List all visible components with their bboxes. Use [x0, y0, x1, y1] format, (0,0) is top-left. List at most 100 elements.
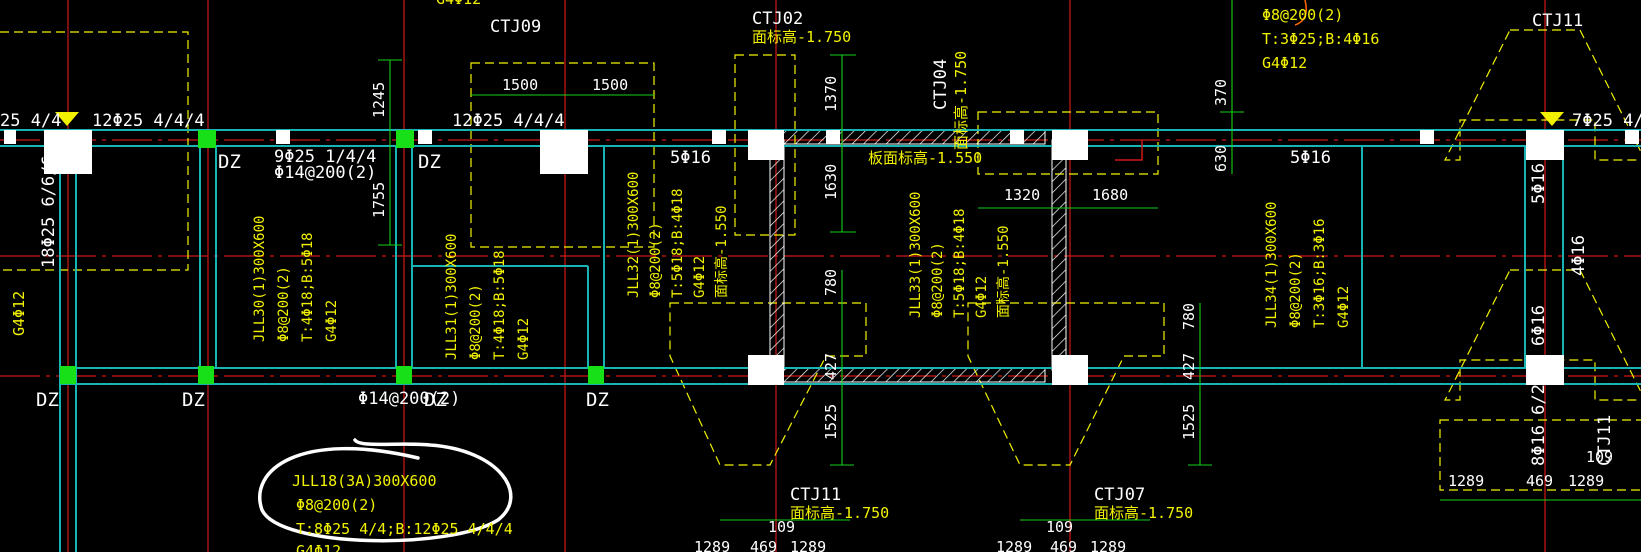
dim-1289-d: 1289 [1090, 538, 1126, 552]
jll18-waist: G4Φ12 [296, 542, 341, 552]
dz-label-5: DZ [424, 389, 447, 411]
dim-1525-b: 1525 [1180, 404, 1198, 440]
dimension-lines [378, 0, 1641, 521]
red-arrow-mark [1115, 140, 1143, 161]
dz-columns [60, 130, 604, 384]
dim-1245: 1245 [370, 82, 388, 118]
ctj11-b-label: CTJ11 [1595, 415, 1615, 466]
top-right-spec-3: G4Φ12 [1262, 54, 1307, 72]
beam-lines [0, 129, 1641, 552]
dim-427-b: 427 [1180, 353, 1198, 380]
column-large [44, 130, 92, 174]
jll31-waist: G4Φ12 [516, 318, 532, 360]
jll34-stirrup: Φ8@200(2) [1288, 252, 1304, 328]
jll30-waist: G4Φ12 [324, 300, 340, 342]
dim-469-b: 469 [1050, 538, 1077, 552]
jll34-annotation: JLL34(1)300X600 Φ8@200(2) T:3Φ16;B:3Φ16 … [1264, 202, 1352, 328]
rebar-5phi16-b: 5Φ16 [1290, 148, 1331, 168]
dim-1289-e: 1289 [1448, 472, 1484, 490]
dim-1289-c: 1289 [996, 538, 1032, 552]
orange-revision-mark [1294, 0, 1307, 26]
rebar-4phi16: 4Φ16 [1569, 235, 1589, 276]
slab-elevation: 板面标高-1.550 [868, 149, 982, 167]
jll18-stirrup: Φ8@200(2) [296, 496, 377, 514]
jll31-stirrup: Φ8@200(2) [468, 284, 484, 360]
jll34-rebar: T:3Φ16;B:3Φ16 [1312, 218, 1328, 328]
dim-1320: 1320 [1004, 186, 1040, 204]
dim-1630: 1630 [822, 164, 840, 200]
rebar-8phi16: 8Φ16 6/2 [1529, 384, 1549, 466]
phi14-bottom: Φ14@200(2) [358, 389, 460, 409]
jll31-title: JLL31(1)300X600 [444, 234, 460, 360]
jll18-title: JLL18(3A)300X600 [292, 472, 437, 490]
g4-left: G4Φ12 [10, 291, 28, 336]
dim-109-a: 109 [768, 518, 795, 536]
dim-1370: 1370 [822, 76, 840, 112]
jll30-stirrup: Φ8@200(2) [276, 266, 292, 342]
rebar-5phi16-c: 5Φ16 [1529, 163, 1549, 204]
dz-label-3: DZ [36, 389, 59, 411]
dim-1500-a: 1500 [502, 76, 538, 94]
dim-1289-f: 1289 [1568, 472, 1604, 490]
jll32-title: JLL32(1)300X600 [626, 172, 642, 298]
jll18-rebar: T:8Φ25 4/4;B:12Φ25 4/4/4 [296, 520, 513, 538]
jll18-annotation: JLL18(3A)300X600 Φ8@200(2) T:8Φ25 4/4;B:… [292, 472, 513, 552]
jll30-title: JLL30(1)300X600 [252, 216, 268, 342]
g4-top: G4Φ12 [436, 0, 481, 8]
dz-label-6: DZ [586, 389, 609, 411]
dim-1680: 1680 [1092, 186, 1128, 204]
dim-469-a: 469 [750, 538, 777, 552]
jll34-title: JLL34(1)300X600 [1264, 202, 1280, 328]
rebar-6phi16: 6Φ16 [1529, 305, 1549, 346]
ctj11-label: CTJ11 [790, 485, 841, 505]
ctj04-label: CTJ04 [931, 59, 951, 110]
beam-small-rebar-1: 9Φ25 1/4/4 [274, 147, 376, 167]
ctj09-label: CTJ09 [490, 17, 541, 37]
elevation-markers [55, 112, 1564, 126]
ctj07-label: CTJ07 [1094, 485, 1145, 505]
jll32-stirrup: Φ8@200(2) [648, 222, 664, 298]
pile-cap-outlines [0, 29, 1641, 491]
jll30-rebar: T:4Φ18;B:5Φ18 [300, 232, 316, 342]
dim-427-a: 427 [822, 353, 840, 380]
column [1052, 130, 1088, 160]
top-right-rebar: 7Φ25 4/4/3 [1572, 111, 1641, 131]
jll31-annotation: JLL31(1)300X600 Φ8@200(2) T:4Φ18;B:5Φ18 … [444, 234, 532, 360]
dz-label-1: DZ [218, 151, 241, 173]
hand-drawn-circle [258, 438, 513, 543]
top-right-spec-2: T:3Φ25;B:4Φ16 [1262, 30, 1379, 48]
jll32-waist: G4Φ12 [692, 256, 708, 298]
jll33-waist: G4Φ12 [974, 276, 990, 318]
column [1052, 355, 1088, 385]
dim-1500-b: 1500 [592, 76, 628, 94]
dim-1755: 1755 [370, 182, 388, 218]
rebar-5phi16-a: 5Φ16 [670, 148, 711, 168]
dz-label-4: DZ [182, 389, 205, 411]
rebar-18phi25: 18Φ25 6/6/6 [39, 155, 59, 268]
ctj04-elevation: 面标高-1.750 [952, 51, 970, 150]
top-left-rebar: 25 4/4 [0, 111, 61, 131]
dim-1289-a: 1289 [694, 538, 730, 552]
jll32-rebar: T:5Φ18;B:4Φ18 [670, 188, 686, 298]
dim-1525-a: 1525 [822, 404, 840, 440]
top-rebar-a: 12Φ25 4/4/4 [92, 111, 205, 131]
ctj02-label: CTJ02 [752, 9, 803, 29]
column [1526, 355, 1564, 385]
column [748, 130, 784, 160]
jll32-elevation: 面标高-1.550 [713, 205, 730, 298]
dim-780-b: 780 [1180, 303, 1198, 330]
top-right-spec-1: Φ8@200(2) [1262, 6, 1343, 24]
dim-780-a: 780 [822, 269, 840, 296]
jll33-rebar: T:5Φ18;B:4Φ18 [952, 208, 968, 318]
columns [4, 130, 1639, 385]
jll30-annotation: JLL30(1)300X600 Φ8@200(2) T:4Φ18;B:5Φ18 … [252, 216, 340, 342]
dim-370: 370 [1212, 79, 1230, 106]
jll33-title: JLL33(1)300X600 [908, 192, 924, 318]
dim-630: 630 [1212, 145, 1230, 172]
dz-label-2: DZ [418, 151, 441, 173]
ctj11-elevation: 面标高-1.750 [790, 504, 889, 522]
jll33-stirrup: Φ8@200(2) [930, 242, 946, 318]
dim-109-b: 109 [1046, 518, 1073, 536]
